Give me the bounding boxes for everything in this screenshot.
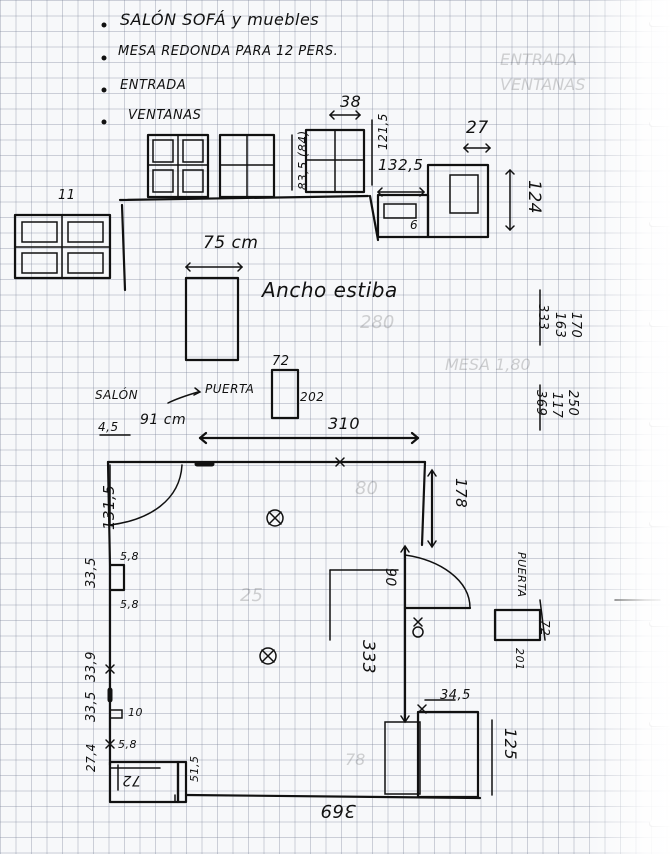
sum-369: 369 bbox=[533, 390, 548, 417]
label-178: 178 bbox=[452, 478, 470, 509]
spiral-notch bbox=[650, 720, 672, 726]
label-75: 75 cm bbox=[203, 233, 259, 253]
label-salon: SALÓN bbox=[95, 388, 139, 402]
label-5-8c: 5,8 bbox=[118, 738, 137, 751]
spiral-notch bbox=[650, 420, 672, 426]
spiral-notch bbox=[650, 820, 672, 826]
label-91: 91 cm bbox=[140, 412, 187, 428]
label-201: 201 bbox=[513, 648, 526, 671]
bleed-text: 80 bbox=[355, 478, 378, 499]
label-72: 72 bbox=[272, 354, 290, 369]
label-33-5b: 33,5 bbox=[84, 691, 99, 722]
note-line-salon: SALÓN SOFÁ y muebles bbox=[120, 10, 320, 29]
label-33-5: 33,5 bbox=[84, 557, 99, 588]
label-202: 202 bbox=[300, 390, 325, 404]
label-6: 6 bbox=[410, 218, 419, 232]
label-121: 121,5 bbox=[376, 113, 390, 150]
sum-117: 117 bbox=[549, 392, 564, 419]
label-b72: 72 bbox=[122, 772, 141, 788]
label-5-8a: 5,8 bbox=[120, 550, 139, 563]
label-puerta: PUERTA bbox=[205, 382, 255, 396]
label-131: 131,5 bbox=[100, 484, 118, 530]
label-125: 125 bbox=[501, 728, 520, 761]
spiral-notch bbox=[650, 320, 672, 326]
label-33-9: 33,9 bbox=[84, 651, 99, 682]
label-34-5: 34,5 bbox=[440, 688, 471, 703]
bleed-text: MESA 1,80 bbox=[445, 355, 531, 374]
spiral-notch bbox=[650, 120, 672, 126]
bleed-text: 25 bbox=[240, 585, 263, 606]
label-ancho: Ancho estiba bbox=[262, 278, 398, 302]
label-132: 132,5 bbox=[378, 156, 424, 174]
label-38: 38 bbox=[340, 92, 362, 111]
label-27-4: 27,4 bbox=[84, 743, 98, 772]
label-51-5: 51,5 bbox=[188, 755, 201, 783]
bleed-text: ENTRADA bbox=[500, 50, 578, 69]
bleed-text: 280 bbox=[360, 312, 395, 333]
label-11: 11 bbox=[58, 188, 76, 203]
label-124: 124 bbox=[524, 180, 544, 214]
label-333: 333 bbox=[358, 640, 378, 674]
bleed-text: VENTANAS bbox=[500, 75, 586, 94]
bleed-text: 78 bbox=[345, 750, 366, 769]
spiral-notch bbox=[650, 20, 672, 26]
sum-163: 163 bbox=[552, 312, 567, 339]
label-310: 310 bbox=[328, 414, 361, 433]
sum-333: 333 bbox=[535, 304, 550, 331]
spiral-notch bbox=[650, 220, 672, 226]
sum-170: 170 bbox=[568, 312, 583, 339]
note-line-mesa: MESA REDONDA PARA 12 PERS. bbox=[118, 44, 339, 59]
label-90: 90 bbox=[382, 568, 398, 587]
spiral-notch bbox=[650, 620, 672, 626]
note-line-entrada: ENTRADA bbox=[120, 78, 187, 93]
note-line-ventanas: VENTANAS bbox=[128, 108, 202, 123]
label-83: 83,5 (84) bbox=[296, 130, 310, 190]
label-puerta-2: PUERTA bbox=[515, 552, 528, 598]
label-27: 27 bbox=[466, 118, 489, 138]
label-10: 10 bbox=[128, 706, 143, 719]
label-5-8b: 5,8 bbox=[120, 598, 139, 611]
label-4-5: 4,5 bbox=[98, 420, 119, 434]
label-72b: 72 bbox=[538, 620, 552, 637]
spiral-notch bbox=[650, 520, 672, 526]
label-369: 369 bbox=[320, 800, 356, 821]
sum-250: 250 bbox=[565, 390, 580, 417]
